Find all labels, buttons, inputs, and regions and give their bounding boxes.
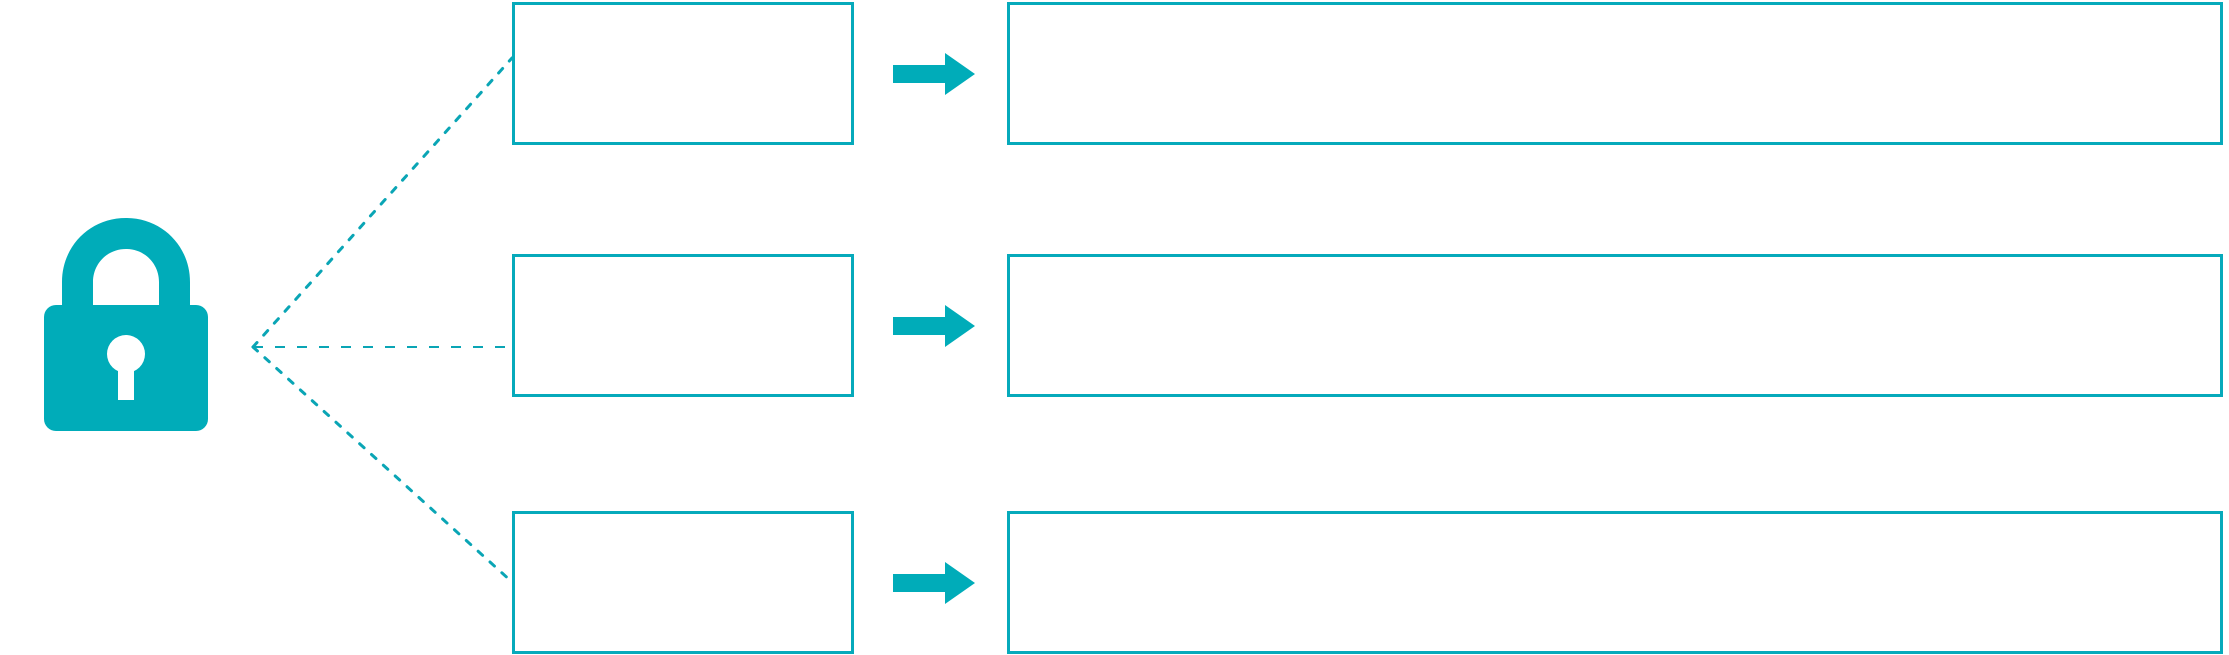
right-arrow-icon <box>893 53 975 95</box>
diagram-row-2 <box>0 254 2229 397</box>
diagram-row-1 <box>0 2 2229 145</box>
detail-box-1[interactable] <box>1007 2 2223 145</box>
category-box-1-label <box>515 5 851 142</box>
right-arrow-icon <box>893 562 975 604</box>
detail-box-2-label <box>1010 257 2220 394</box>
padlock-keyhole-circle <box>107 335 145 373</box>
detail-box-2[interactable] <box>1007 254 2223 397</box>
padlock-shackle <box>62 218 190 312</box>
category-box-2-label <box>515 257 851 394</box>
padlock-keyhole-stem <box>118 362 134 400</box>
category-box-2[interactable] <box>512 254 854 397</box>
detail-box-3-label <box>1010 514 2220 651</box>
right-arrow-icon <box>893 305 975 347</box>
diagram-row-3 <box>0 511 2229 654</box>
category-box-3[interactable] <box>512 511 854 654</box>
detail-box-1-label <box>1010 5 2220 142</box>
category-box-3-label <box>515 514 851 651</box>
padlock-icon <box>36 212 216 437</box>
category-box-1[interactable] <box>512 2 854 145</box>
detail-box-3[interactable] <box>1007 511 2223 654</box>
